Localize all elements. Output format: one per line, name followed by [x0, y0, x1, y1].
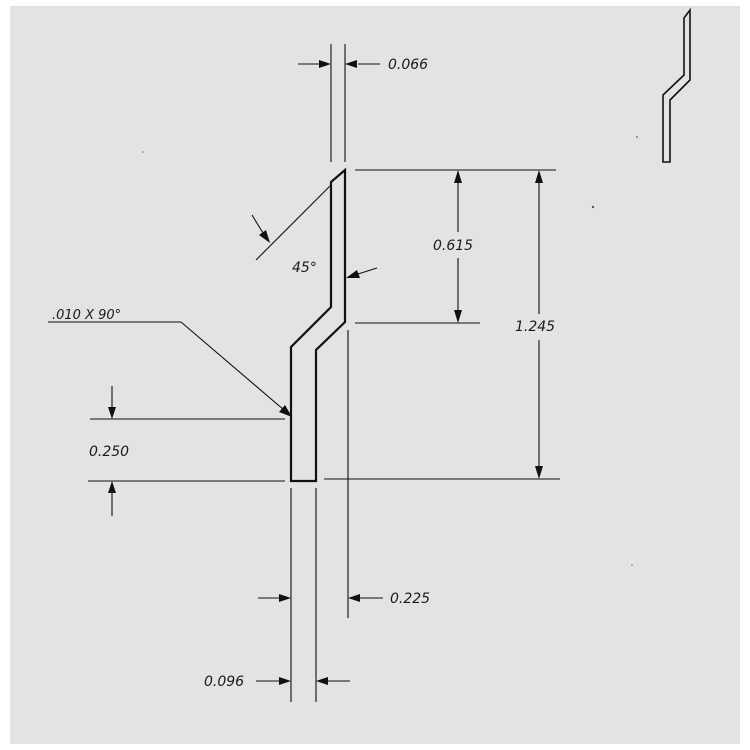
dim-height-lower: 0.250 — [89, 444, 129, 460]
arrowhead — [279, 594, 291, 602]
chamfer-note: .010 X 90° — [52, 308, 121, 323]
note-leader — [180, 321, 285, 411]
dim-angle: 45° — [292, 260, 317, 276]
angle-extension-line — [255, 184, 332, 261]
scan-speck — [591, 205, 595, 209]
arrowhead — [316, 677, 328, 685]
paper-sheet — [10, 6, 740, 744]
arrowhead — [108, 407, 116, 419]
arrowhead — [319, 60, 331, 68]
dim-width-bottom: 0.096 — [204, 674, 244, 690]
scan-speck — [142, 151, 144, 153]
arrowhead — [535, 466, 543, 479]
arrowhead — [535, 170, 543, 183]
angle-leader — [357, 267, 378, 275]
label-mask — [426, 232, 486, 258]
dim-height-upper: 0.615 — [433, 238, 473, 254]
angle-leader — [251, 214, 264, 234]
part-outline — [289, 167, 347, 483]
dim-width-overall: 0.225 — [390, 591, 430, 607]
thumbnail-view — [662, 7, 691, 163]
arrowhead — [279, 677, 291, 685]
arrowhead — [279, 405, 292, 417]
scan-speck — [631, 564, 633, 566]
arrowhead — [108, 481, 116, 493]
scan-speck — [636, 136, 638, 138]
arrowhead — [454, 170, 462, 183]
arrowhead — [348, 594, 360, 602]
dim-height-total: 1.245 — [515, 319, 555, 335]
dim-width-top: 0.066 — [388, 57, 428, 73]
arrowhead — [346, 270, 360, 278]
label-mask — [510, 314, 570, 340]
arrowhead — [454, 310, 462, 323]
arrowhead — [345, 60, 357, 68]
arrowhead — [259, 230, 270, 243]
